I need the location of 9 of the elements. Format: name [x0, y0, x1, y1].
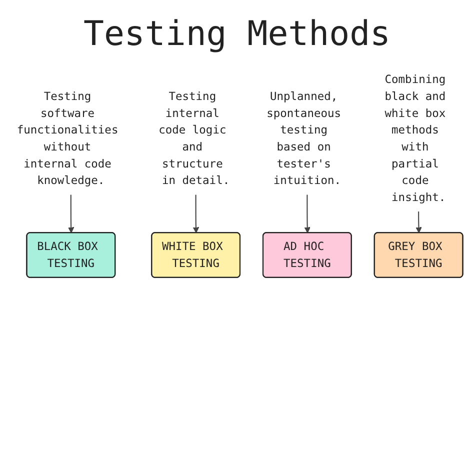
arrow — [416, 212, 422, 234]
node-text: Testing software functionalities without internal code knowledge. — [16, 89, 118, 187]
node-text: Unplanned, spontaneous testing based on tester's intuition. — [266, 89, 341, 187]
arrow — [192, 194, 200, 234]
arrow — [68, 194, 74, 234]
node-text: Testing internal code logic and structure in detail. — [158, 89, 230, 187]
node-text: Combining black and white box methods with partial code insight. — [384, 72, 446, 204]
arrow — [304, 194, 310, 234]
diagram-title: Testing Methods — [82, 14, 392, 54]
